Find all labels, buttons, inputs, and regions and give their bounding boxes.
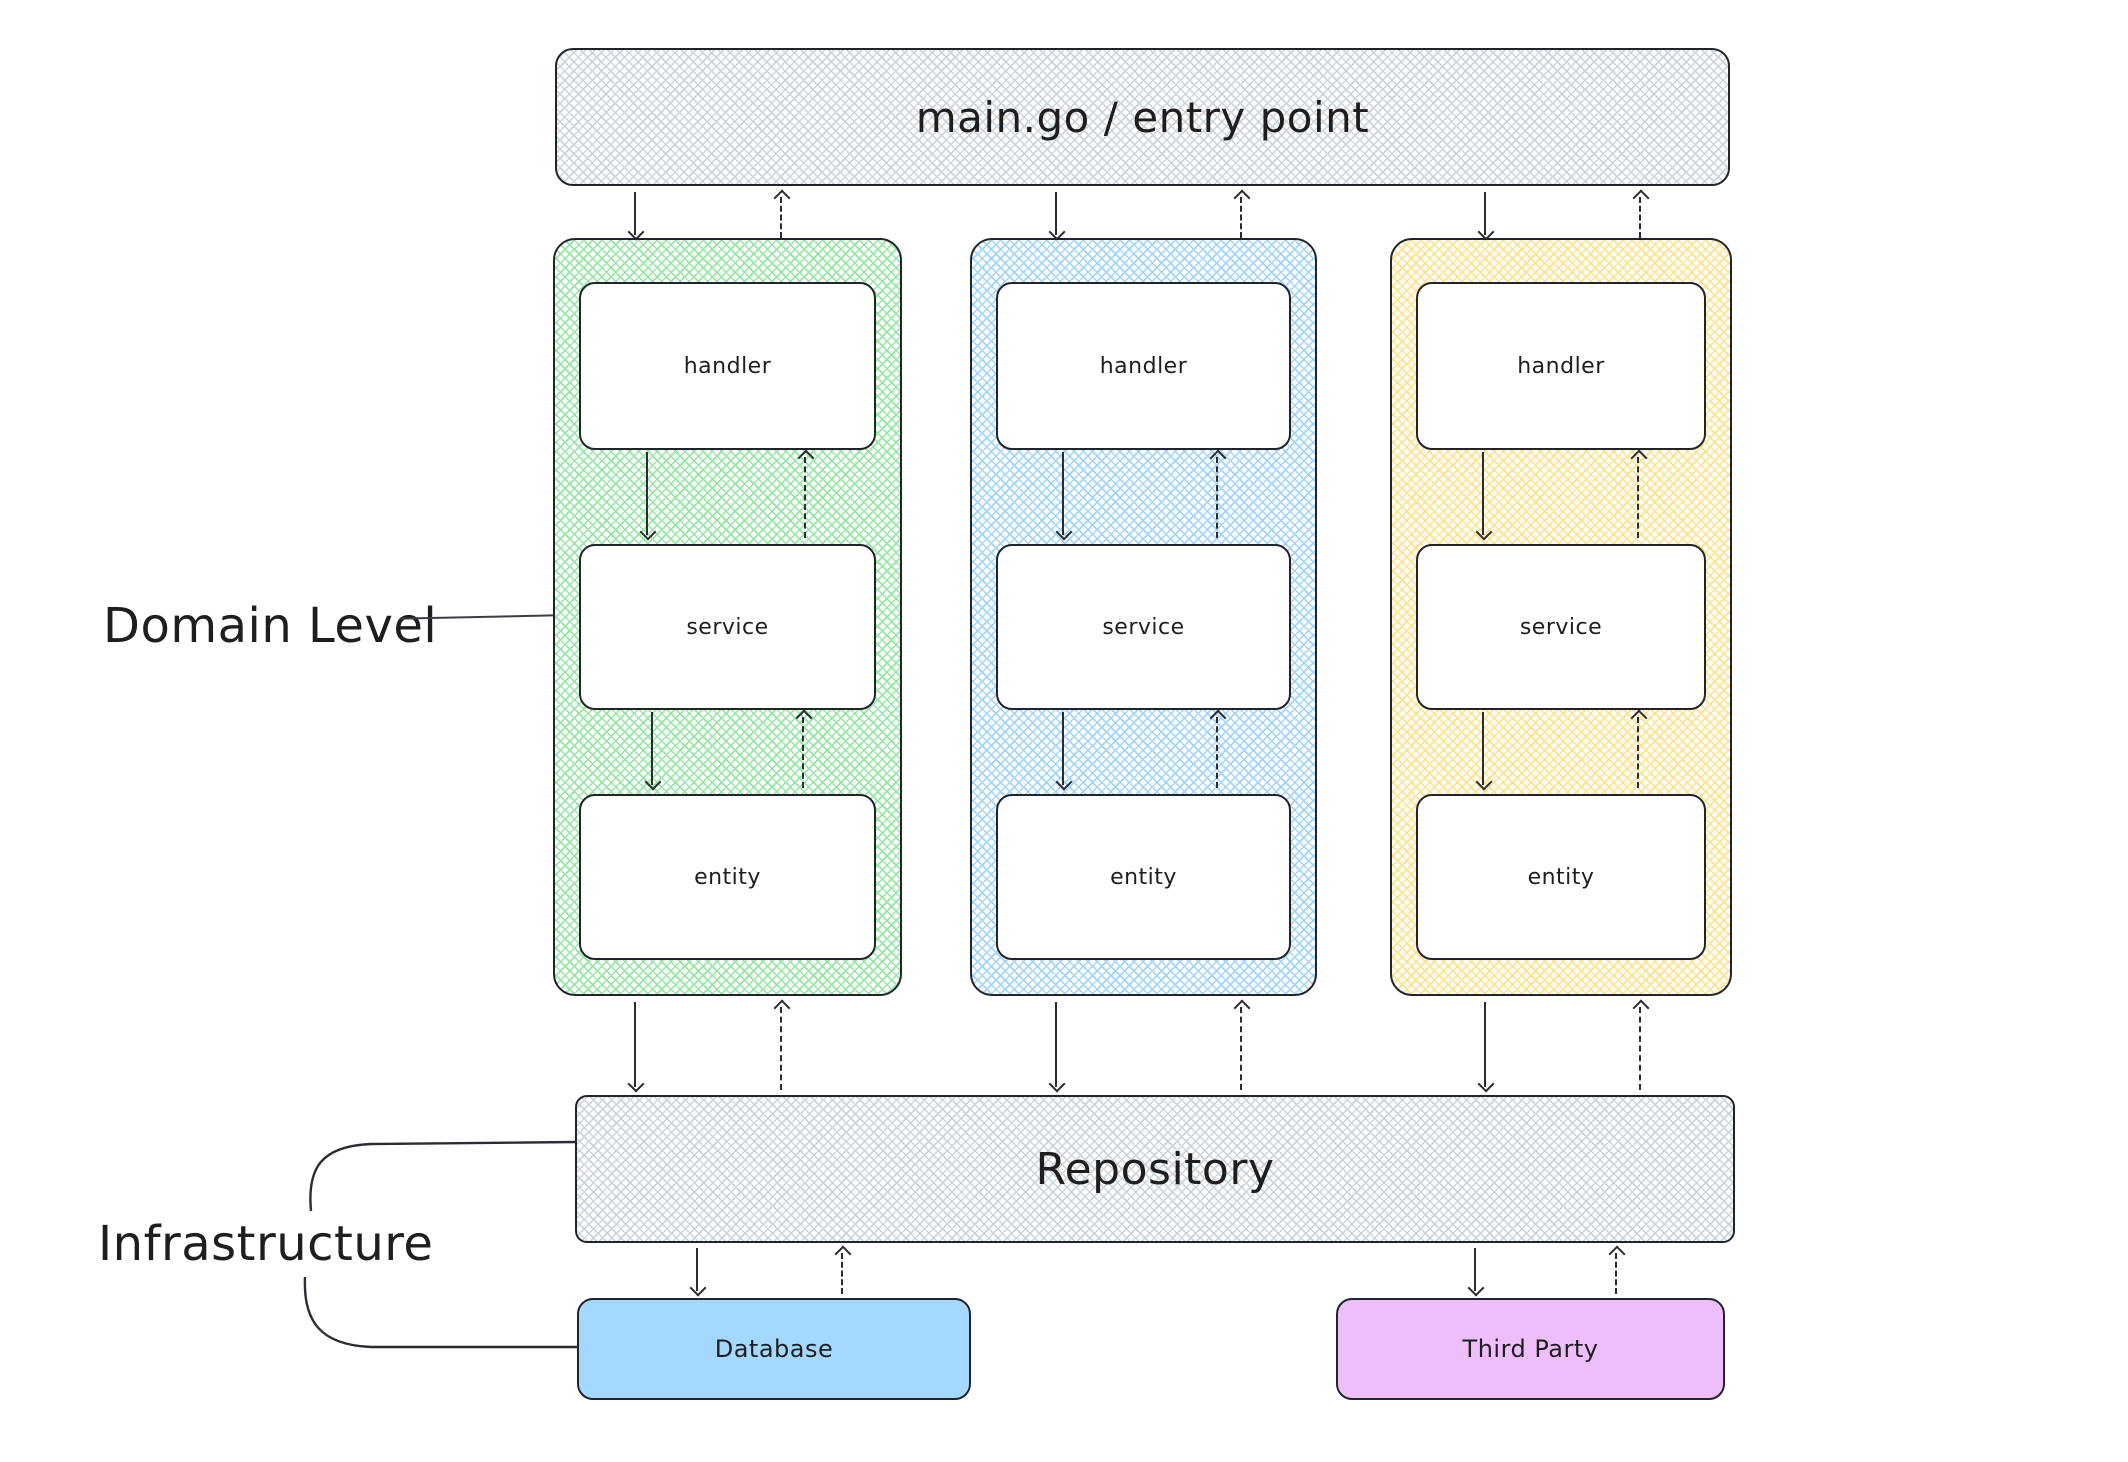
return-arrow-up bbox=[1233, 189, 1250, 238]
service-box: service bbox=[579, 544, 876, 710]
return-arrow-up bbox=[773, 999, 790, 1090]
handler-box: handler bbox=[996, 282, 1291, 450]
domain-column-green: handler service entity bbox=[553, 238, 902, 996]
entity-box: entity bbox=[1416, 794, 1706, 960]
call-arrow-down bbox=[1475, 712, 1492, 791]
repository-label: Repository bbox=[1035, 1143, 1275, 1195]
entry-point-box: main.go / entry point bbox=[555, 48, 1730, 186]
service-box: service bbox=[1416, 544, 1706, 710]
service-label: service bbox=[686, 614, 769, 640]
call-arrow-down bbox=[644, 712, 661, 791]
entity-label: entity bbox=[694, 864, 761, 890]
call-arrow-down bbox=[1048, 1002, 1065, 1093]
return-arrow-up bbox=[834, 1245, 851, 1294]
return-arrow-up bbox=[1632, 999, 1649, 1090]
return-arrow-up bbox=[797, 449, 814, 538]
handler-box: handler bbox=[1416, 282, 1706, 450]
handler-label: handler bbox=[683, 353, 772, 379]
entry-point-label: main.go / entry point bbox=[915, 92, 1370, 142]
handler-label: handler bbox=[1517, 353, 1605, 379]
service-label: service bbox=[1102, 614, 1185, 640]
call-arrow-down bbox=[1055, 712, 1072, 791]
return-arrow-up bbox=[1632, 189, 1649, 238]
call-arrow-down bbox=[1048, 192, 1065, 241]
return-arrow-up bbox=[1630, 709, 1647, 788]
return-arrow-up bbox=[1209, 449, 1226, 538]
return-arrow-up bbox=[1209, 709, 1226, 788]
entity-label: entity bbox=[1527, 864, 1595, 890]
domain-level-label: Domain Level bbox=[103, 598, 438, 654]
call-arrow-down bbox=[1055, 452, 1072, 541]
call-arrow-down bbox=[1467, 1248, 1484, 1297]
return-arrow-up bbox=[1233, 999, 1250, 1090]
domain-column-blue: handler service entity bbox=[970, 238, 1317, 996]
handler-label: handler bbox=[1099, 353, 1188, 379]
return-arrow-up bbox=[795, 709, 812, 788]
infrastructure-bracket-lower bbox=[303, 1276, 578, 1349]
call-arrow-down bbox=[627, 192, 644, 241]
handler-box: handler bbox=[579, 282, 876, 450]
service-label: service bbox=[1519, 614, 1603, 640]
call-arrow-down bbox=[627, 1002, 644, 1093]
return-arrow-up bbox=[773, 189, 790, 238]
call-arrow-down bbox=[1475, 452, 1492, 541]
service-box: service bbox=[996, 544, 1291, 710]
call-arrow-down bbox=[1477, 192, 1494, 241]
return-arrow-up bbox=[1608, 1245, 1625, 1294]
third-party-box: Third Party bbox=[1336, 1298, 1725, 1400]
entity-box: entity bbox=[996, 794, 1291, 960]
domain-column-yellow: handler service entity bbox=[1390, 238, 1732, 996]
database-box: Database bbox=[577, 1298, 971, 1400]
call-arrow-down bbox=[1477, 1002, 1494, 1093]
call-arrow-down bbox=[689, 1248, 706, 1297]
repository-box: Repository bbox=[575, 1095, 1735, 1243]
entity-box: entity bbox=[579, 794, 876, 960]
call-arrow-down bbox=[639, 452, 656, 541]
infrastructure-label: Infrastructure bbox=[98, 1216, 434, 1272]
database-label: Database bbox=[714, 1335, 834, 1363]
third-party-label: Third Party bbox=[1462, 1335, 1599, 1363]
infrastructure-bracket-upper bbox=[309, 1140, 577, 1212]
return-arrow-up bbox=[1630, 449, 1647, 538]
entity-label: entity bbox=[1110, 864, 1177, 890]
